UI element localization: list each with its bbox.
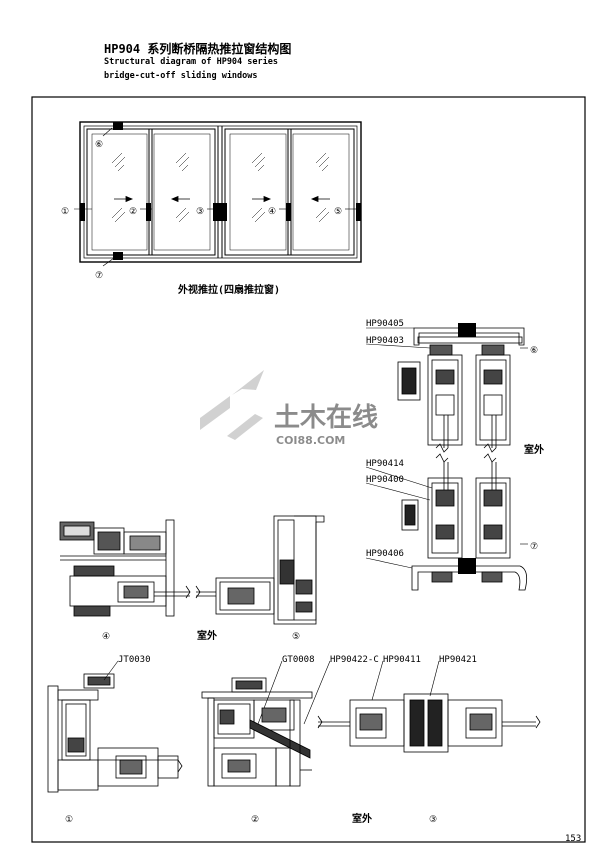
elevation-caption: 外视推拉(四扇推拉窗) <box>177 283 280 296</box>
section-callout-3: ③ <box>429 815 437 825</box>
callout-1: ① <box>61 207 69 217</box>
part-label-hp90421: HP90421 <box>439 655 477 665</box>
section-5-drawing <box>195 515 325 625</box>
exterior-label-vertical: 室外 <box>524 443 544 456</box>
callout-6: ⑥ <box>95 140 103 150</box>
callout-5: ⑤ <box>334 207 342 217</box>
watermark-logo-icon <box>200 370 264 440</box>
watermark-brand: 土木在线 <box>274 403 378 433</box>
part-label-hp90414: HP90414 <box>366 459 404 469</box>
section-4-drawing <box>59 519 191 617</box>
english-subtitle-line-2: bridge-cut-off sliding windows <box>104 71 258 81</box>
part-label-gt0008: GT0008 <box>282 655 315 665</box>
part-label-hp90405: HP90405 <box>366 319 404 329</box>
section-1-drawing <box>47 673 183 793</box>
section-3-drawing <box>317 693 541 753</box>
english-subtitle-line-1: Structural diagram of HP904 series <box>104 57 278 67</box>
callout-7: ⑦ <box>95 271 103 281</box>
part-label-hp90411: HP90411 <box>383 655 421 665</box>
page-title: HP904 系列断桥隔热推拉窗结构图 <box>104 42 292 56</box>
sheet-border <box>31 96 586 843</box>
exterior-label-bottom: 室外 <box>352 812 372 825</box>
page-number: 153 <box>565 834 581 844</box>
section-callout-5: ⑤ <box>292 632 300 642</box>
part-label-hp90400: HP90400 <box>366 475 404 485</box>
part-label-jt0030: JT0030 <box>118 655 151 665</box>
section-callout-6: ⑥ <box>530 346 538 356</box>
vertical-section-leaders <box>365 327 528 569</box>
exterior-label-mid: 室外 <box>197 629 217 642</box>
watermark: 土木在线 COI88.COM <box>200 370 378 447</box>
sliding-direction-arrows <box>114 195 330 203</box>
section-callout-2: ② <box>251 815 259 825</box>
window-elevation <box>79 121 362 263</box>
watermark-url: COI88.COM <box>276 434 345 447</box>
part-label-hp90406: HP90406 <box>366 549 404 559</box>
section-callout-7: ⑦ <box>530 542 538 552</box>
section-callout-1: ① <box>65 815 73 825</box>
section-callout-4: ④ <box>102 632 110 642</box>
elevation-leaders <box>74 127 358 267</box>
callout-2: ② <box>129 207 137 217</box>
part-label-hp90422-c: HP90422-C <box>330 655 379 665</box>
vertical-section-drawing <box>397 323 528 591</box>
part-label-hp90403: HP90403 <box>366 336 404 346</box>
section-2-drawing <box>201 677 313 787</box>
callout-3: ③ <box>196 207 204 217</box>
callout-4: ④ <box>268 207 276 217</box>
